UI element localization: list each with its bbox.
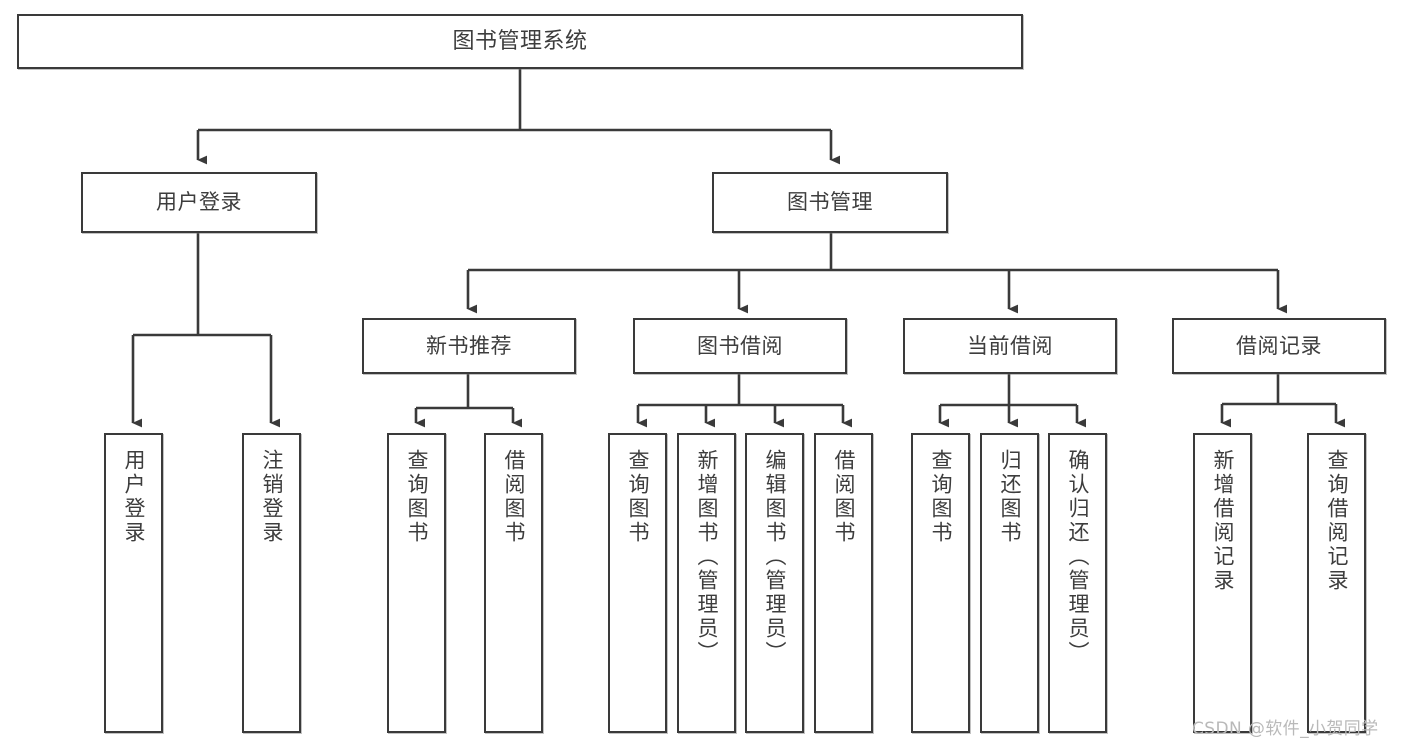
node-leaf-borrow-book-2[interactable]: 借阅图书 bbox=[814, 433, 873, 733]
node-book-management-system[interactable]: 图书管理系统 bbox=[17, 14, 1023, 69]
node-leaf-query-book-3[interactable]: 查询图书 bbox=[911, 433, 970, 733]
node-label: 注销登录 bbox=[260, 449, 284, 545]
node-label: 新增图书（管理员） bbox=[695, 449, 719, 665]
node-label: 新书推荐 bbox=[426, 333, 512, 358]
node-leaf-return-book[interactable]: 归还图书 bbox=[980, 433, 1039, 733]
node-leaf-user-login[interactable]: 用户登录 bbox=[104, 433, 163, 733]
node-label: 图书管理 bbox=[787, 190, 873, 215]
node-leaf-add-book[interactable]: 新增图书（管理员） bbox=[677, 433, 736, 733]
node-label: 查询图书 bbox=[405, 449, 429, 545]
node-leaf-query-record[interactable]: 查询借阅记录 bbox=[1307, 433, 1366, 733]
node-new-book-recommend[interactable]: 新书推荐 bbox=[362, 318, 576, 374]
node-label: 用户登录 bbox=[122, 449, 146, 545]
node-leaf-query-book-2[interactable]: 查询图书 bbox=[608, 433, 667, 733]
node-leaf-borrow-book-1[interactable]: 借阅图书 bbox=[484, 433, 543, 733]
node-label: 归还图书 bbox=[998, 449, 1022, 545]
node-label: 确认归还（管理员） bbox=[1066, 449, 1090, 665]
node-label: 查询图书 bbox=[626, 449, 650, 545]
watermark-text: CSDN @软件_小贺同学 bbox=[1192, 719, 1379, 739]
node-leaf-edit-book[interactable]: 编辑图书（管理员） bbox=[745, 433, 804, 733]
node-label: 借阅图书 bbox=[502, 449, 526, 545]
node-leaf-logout[interactable]: 注销登录 bbox=[242, 433, 301, 733]
node-leaf-confirm-return[interactable]: 确认归还（管理员） bbox=[1048, 433, 1107, 733]
node-label: 用户登录 bbox=[156, 190, 242, 215]
node-label: 编辑图书（管理员） bbox=[763, 449, 787, 665]
node-label: 当前借阅 bbox=[967, 333, 1053, 358]
node-user-login[interactable]: 用户登录 bbox=[81, 172, 317, 233]
node-label: 图书管理系统 bbox=[452, 28, 588, 54]
node-label: 查询借阅记录 bbox=[1325, 449, 1349, 593]
node-book-borrow[interactable]: 图书借阅 bbox=[633, 318, 847, 374]
node-leaf-query-book-1[interactable]: 查询图书 bbox=[387, 433, 446, 733]
node-label: 图书借阅 bbox=[697, 333, 783, 358]
node-label: 借阅图书 bbox=[832, 449, 856, 545]
node-current-borrow[interactable]: 当前借阅 bbox=[903, 318, 1117, 374]
node-label: 查询图书 bbox=[929, 449, 953, 545]
node-borrow-record[interactable]: 借阅记录 bbox=[1172, 318, 1386, 374]
node-label: 借阅记录 bbox=[1236, 333, 1322, 358]
node-book-manage[interactable]: 图书管理 bbox=[712, 172, 948, 233]
node-label: 新增借阅记录 bbox=[1211, 449, 1235, 593]
node-leaf-add-record[interactable]: 新增借阅记录 bbox=[1193, 433, 1252, 733]
